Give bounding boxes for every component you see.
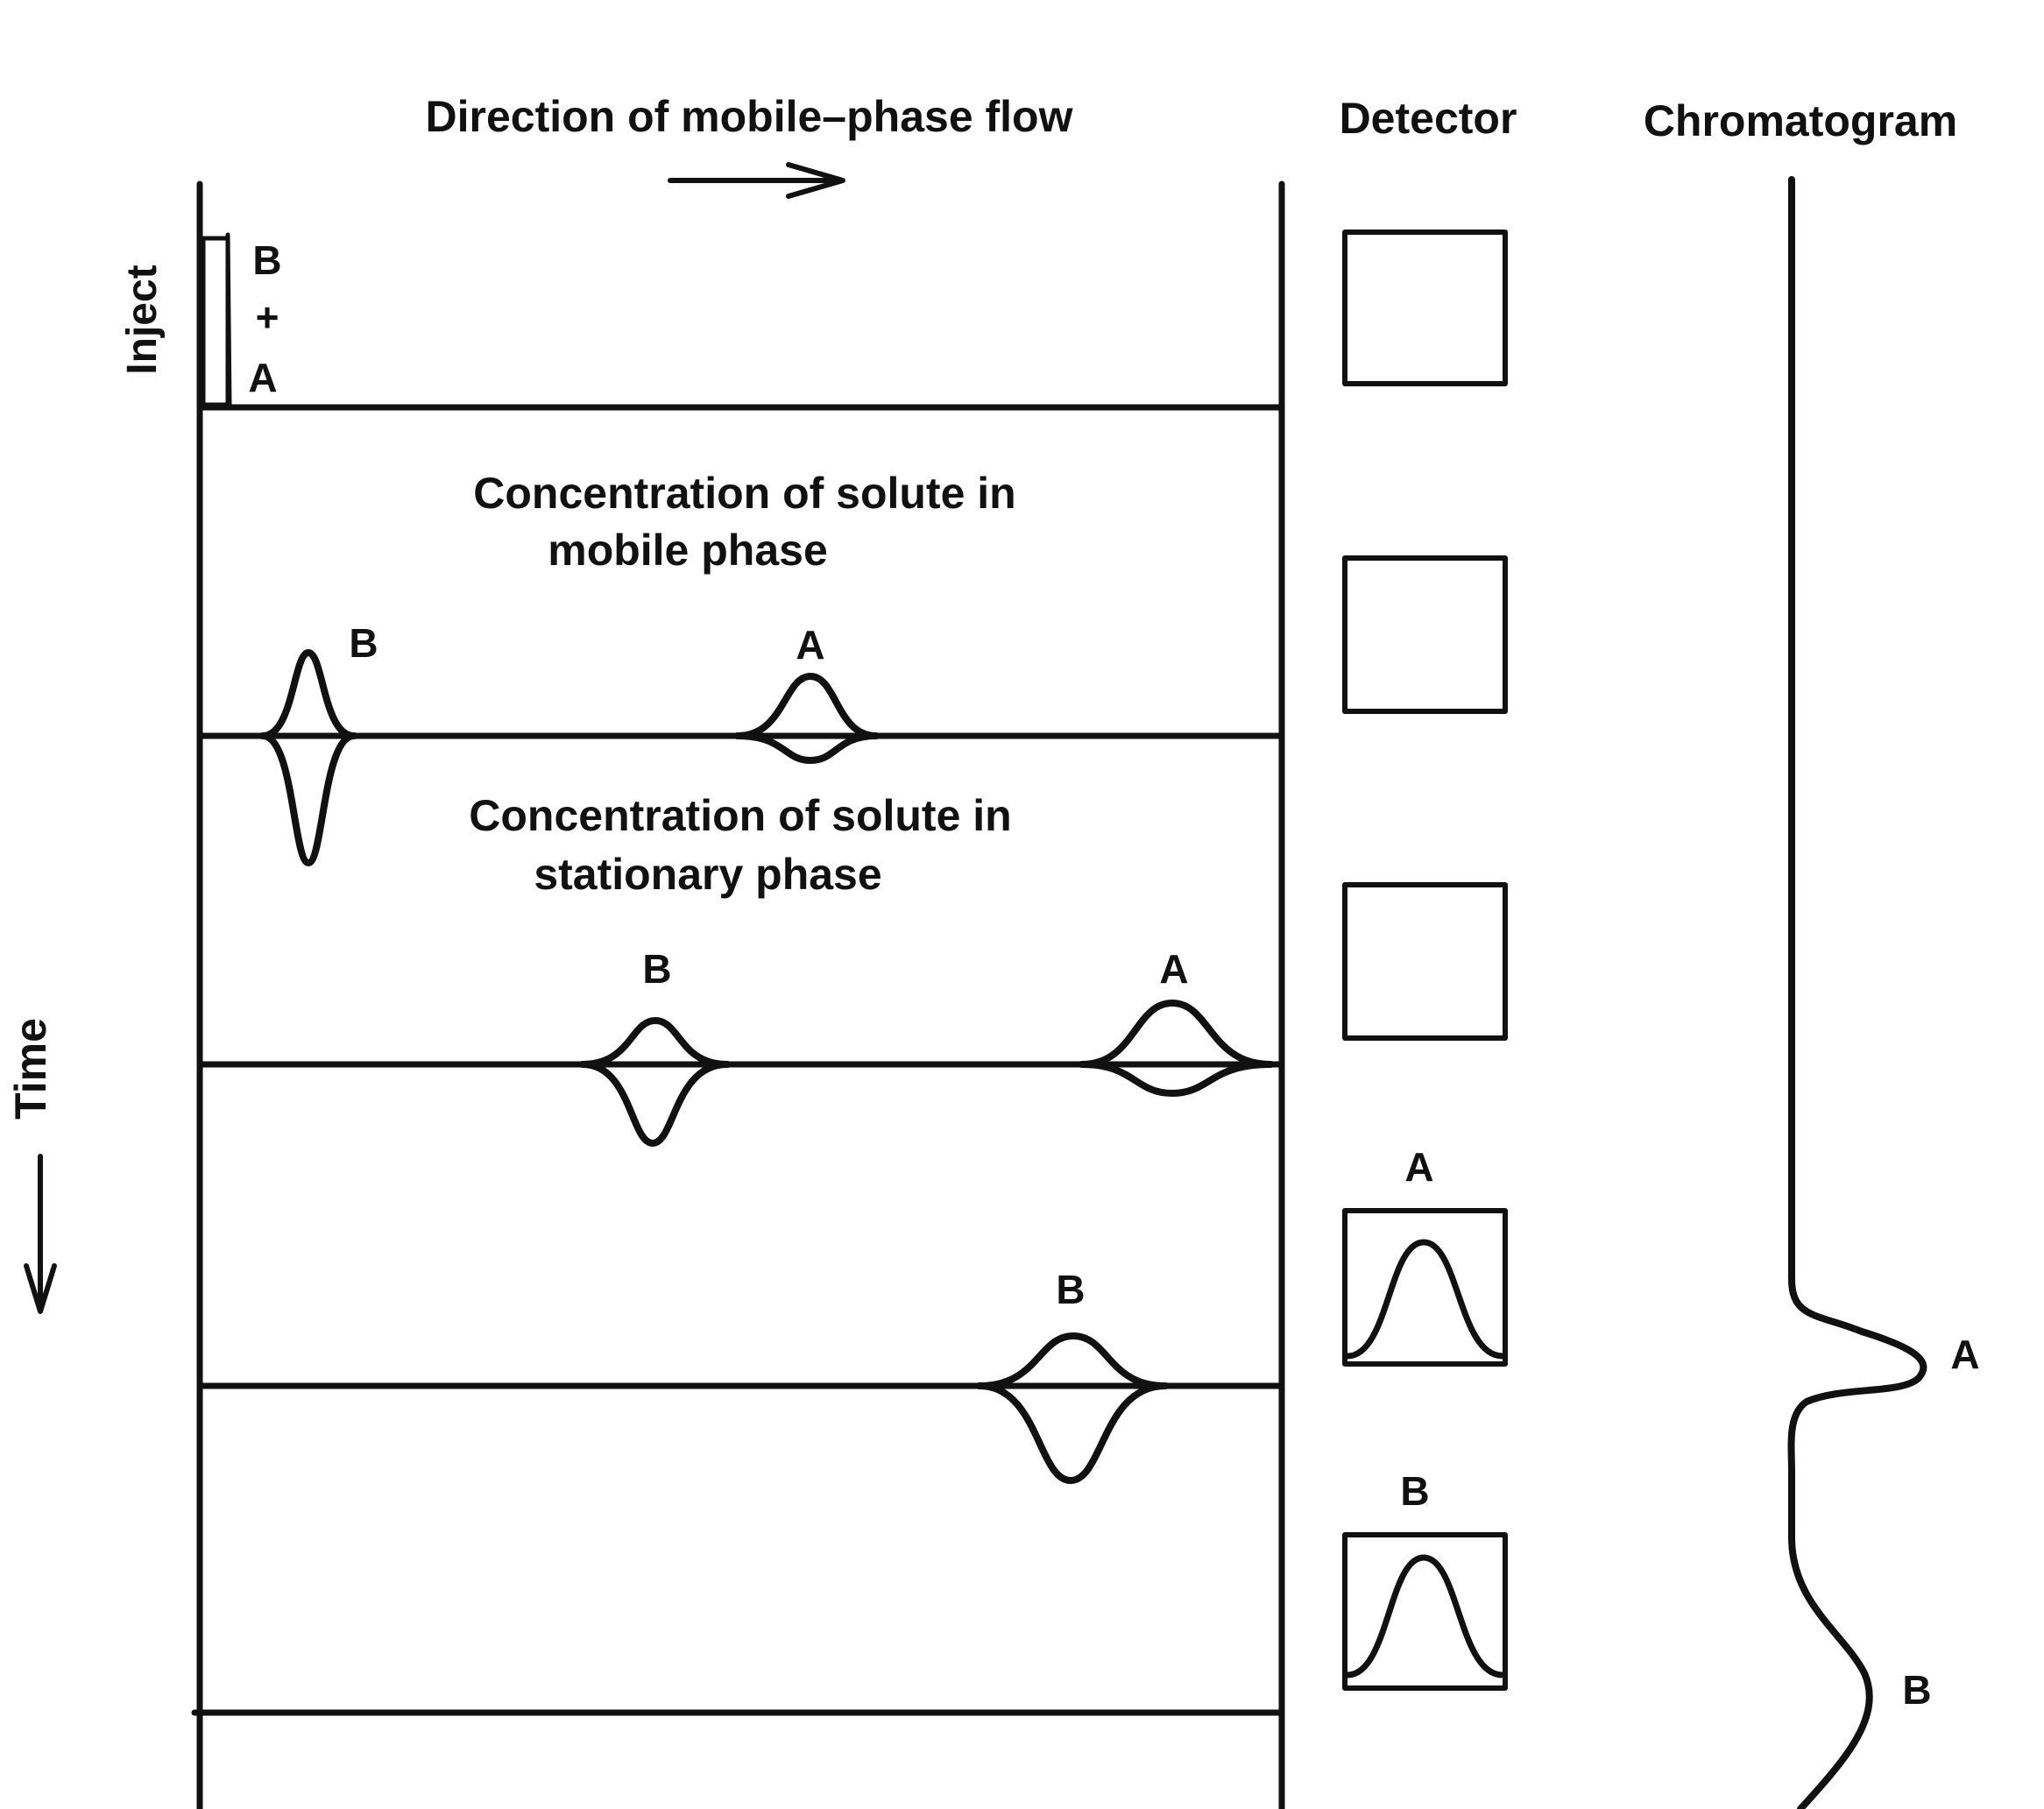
chromatogram-label-b: B: [1902, 1667, 1931, 1713]
detector-box-3: [1342, 882, 1508, 1041]
inject-plus-label: +: [256, 294, 279, 340]
mobile-phase-note-line2: mobile phase: [548, 526, 828, 575]
detector-label-b: B: [1400, 1468, 1429, 1514]
chromatogram-trace: [1787, 176, 1927, 1809]
stationary-phase-note-line2: stationary phase: [534, 850, 881, 899]
detector-box-5: [1342, 1532, 1508, 1691]
chromatogram-label: Chromatogram: [1644, 96, 1957, 145]
stage3-label-b: B: [642, 946, 671, 992]
stage3-label-a: A: [1159, 946, 1188, 992]
column-frame: [191, 180, 1285, 1809]
detector-box-4: [1342, 1208, 1508, 1367]
flow-direction-label: Direction of mobile–phase flow: [426, 92, 1073, 141]
injection-plug: [201, 232, 232, 407]
stage2-label-b: B: [349, 620, 378, 666]
stage2-peak-b: [259, 649, 357, 866]
stage4-label-b: B: [1056, 1267, 1085, 1312]
stage2-peak-a: [734, 673, 880, 764]
detector-label: Detector: [1340, 94, 1517, 143]
chromatogram-label-a: A: [1950, 1332, 1979, 1377]
detector-label-a: A: [1404, 1144, 1433, 1190]
stationary-phase-note-line1: Concentration of solute in: [469, 791, 1011, 840]
stage2-label-a: A: [796, 622, 824, 668]
time-label: Time: [6, 1018, 55, 1120]
mobile-phase-note-line1: Concentration of solute in: [473, 469, 1015, 518]
detector-box-1: [1342, 230, 1508, 386]
time-arrow-icon: [24, 1154, 57, 1314]
detector-box-2: [1342, 555, 1508, 714]
stage4-peak-b: [976, 1332, 1169, 1484]
flow-arrow-icon: [668, 162, 845, 199]
stage3-peak-a: [1079, 1000, 1274, 1097]
inject-a-label: A: [248, 355, 277, 400]
stage3-peak-b: [579, 1017, 731, 1147]
inject-b-label: B: [252, 237, 281, 283]
inject-label: Inject: [119, 265, 166, 374]
